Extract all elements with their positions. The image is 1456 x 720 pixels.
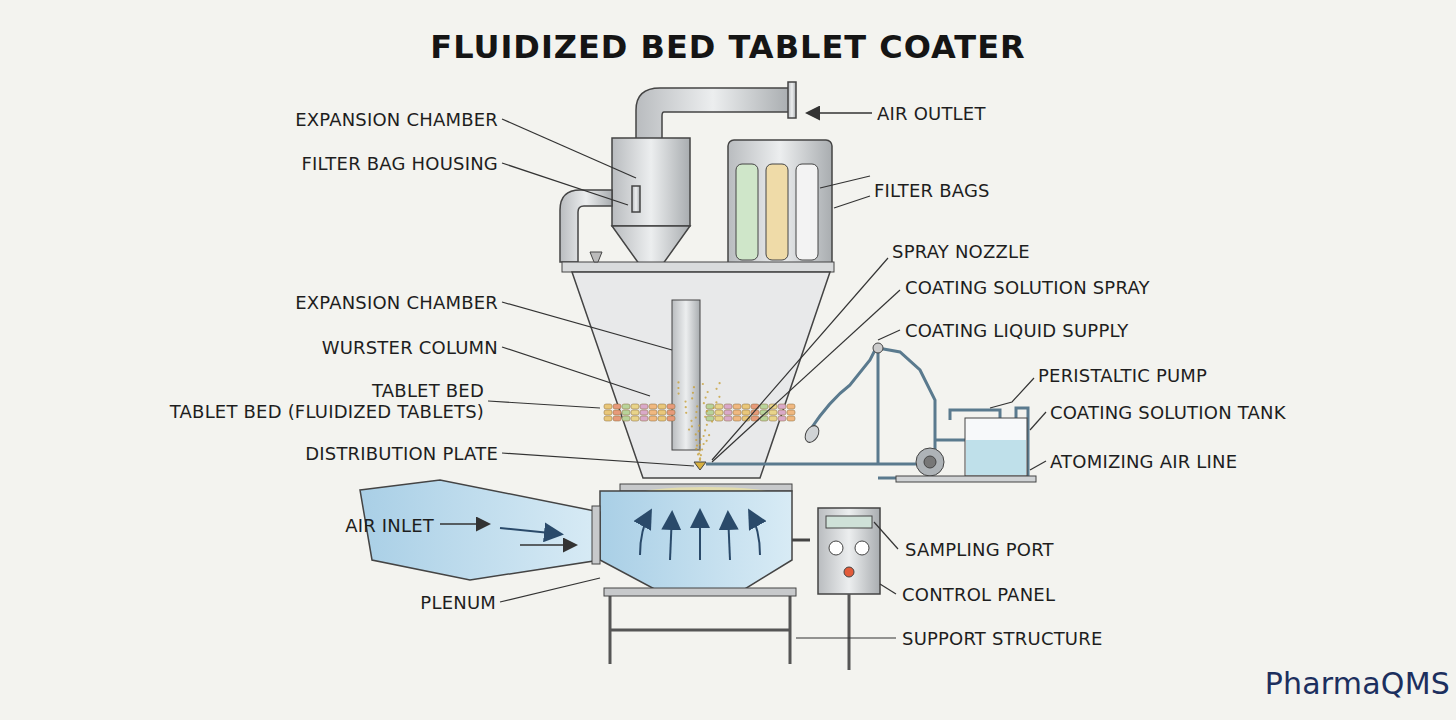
part-label: PLENUM	[420, 592, 496, 613]
part-label: FILTER BAGS	[874, 180, 990, 201]
part-label: COATING SOLUTION SPRAY	[905, 277, 1150, 298]
part-label: AIR INLET	[345, 515, 434, 536]
part-label: COATING LIQUID SUPPLY	[905, 320, 1129, 341]
part-label: COATING SOLUTION TANK	[1050, 402, 1286, 423]
part-label: EXPANSION CHAMBER	[295, 109, 498, 130]
part-label: TABLET BED	[372, 380, 484, 401]
part-label: EXPANSION CHAMBER	[295, 292, 498, 313]
part-label: SPRAY NOZZLE	[892, 241, 1030, 262]
part-label: SAMPLING PORT	[905, 539, 1054, 560]
part-label: WURSTER COLUMN	[322, 337, 498, 358]
part-label: CONTROL PANEL	[902, 584, 1055, 605]
part-label: TABLET BED (FLUIDIZED TABLETS)	[170, 401, 484, 422]
part-label: DISTRIBUTION PLATE	[305, 443, 498, 464]
part-label: ATOMIZING AIR LINE	[1050, 451, 1237, 472]
title: FLUIDIZED BED TABLET COATER	[430, 28, 1025, 66]
part-label: PERISTALTIC PUMP	[1038, 365, 1207, 386]
part-label: AIR OUTLET	[877, 103, 986, 124]
part-label: SUPPORT STRUCTURE	[902, 628, 1103, 649]
watermark: PharmaQMS	[1265, 666, 1450, 701]
part-label: FILTER BAG HOUSING	[302, 153, 498, 174]
